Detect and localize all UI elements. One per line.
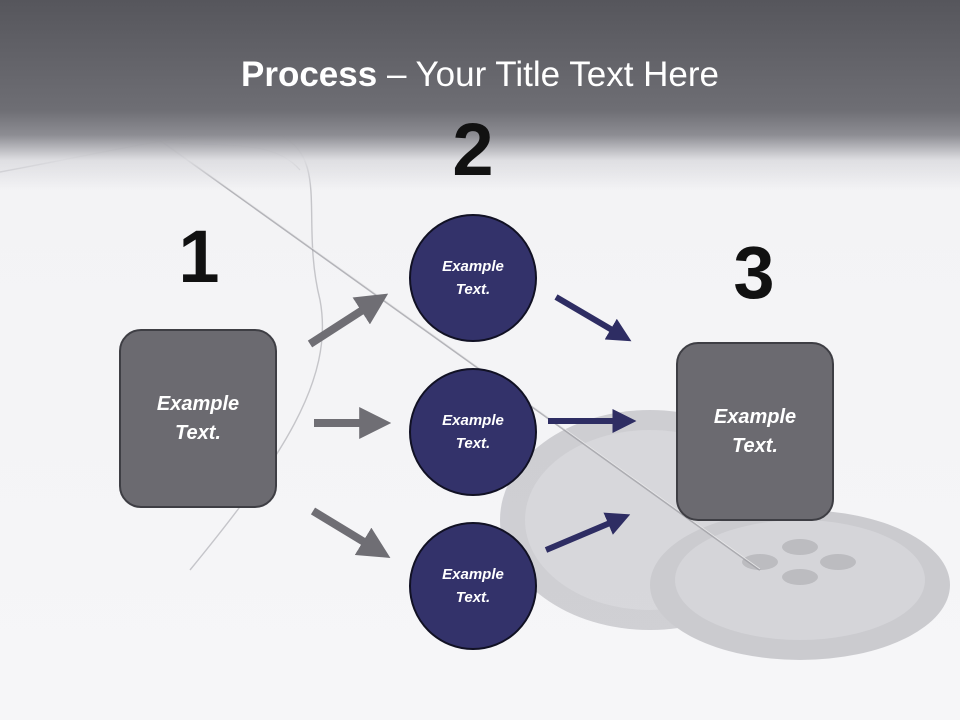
circle-middle-text: Example Text.: [442, 412, 504, 452]
needle-icon: [159, 139, 761, 571]
title-bold: Process: [241, 55, 378, 94]
circle-bottom-text: Example Text.: [442, 566, 504, 606]
step-number-1: 1: [178, 215, 220, 298]
button-icon: [500, 410, 950, 660]
circle-middle: Example Text.: [409, 368, 537, 496]
circle-bottom: Example Text.: [409, 522, 537, 650]
circle-top-text: Example Text.: [442, 258, 504, 298]
left-process-box: Example Text.: [119, 329, 277, 508]
title-band: [0, 0, 960, 190]
step-number-2: 2: [452, 108, 494, 191]
arrow-left-to-top: [307, 293, 389, 348]
right-process-box: Example Text.: [676, 342, 834, 521]
title-rest: – Your Title Text Here: [377, 55, 719, 94]
arrow-left-to-bottom: [310, 507, 391, 558]
slide-title: Process – Your Title Text Here: [0, 50, 960, 100]
right-box-text: Example Text.: [713, 405, 797, 457]
arrow-top-to-right: [554, 294, 632, 342]
step-number-3: 3: [733, 231, 775, 314]
circle-top: Example Text.: [409, 214, 537, 342]
left-box-text: Example Text.: [156, 392, 240, 444]
arrow-bottom-to-right: [544, 512, 631, 553]
